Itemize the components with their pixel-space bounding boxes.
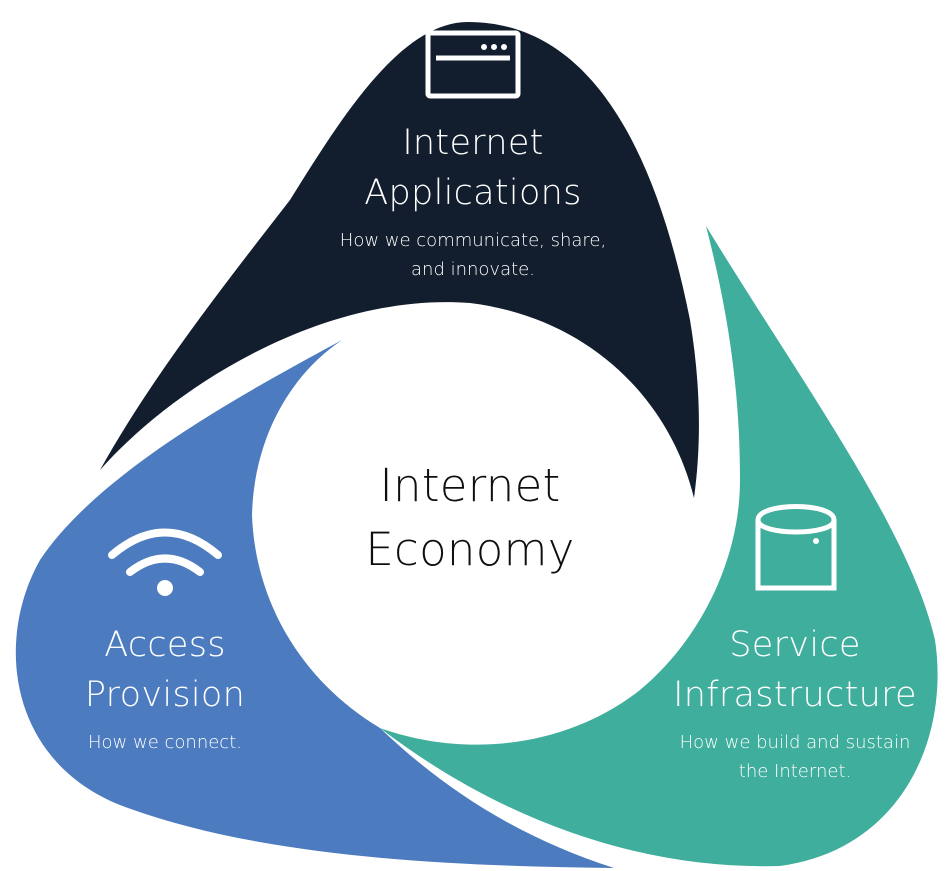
infrastructure-title-line-1: Service <box>729 625 861 665</box>
applications-desc-line-2: and innovate. <box>411 259 535 280</box>
infrastructure-label-group: Service Infrastructure How we build and … <box>665 620 925 786</box>
access-label-group: Access Provision How we connect. <box>45 620 285 757</box>
server-cylinder-icon <box>755 504 837 591</box>
applications-desc-line-1: How we communicate, share, <box>339 230 607 251</box>
applications-title-line-2: Applications <box>364 173 582 213</box>
infrastructure-segment <box>380 226 938 867</box>
applications-title-line-1: Internet <box>402 123 544 163</box>
access-title-line-1: Access <box>104 625 226 665</box>
access-desc-line-1: How we connect. <box>88 732 242 753</box>
center-title-line-2: Economy <box>365 523 575 576</box>
server-indicator-dot <box>813 538 819 544</box>
browser-window-icon <box>425 30 521 99</box>
infrastructure-desc-line-1: How we build and sustain <box>679 732 911 753</box>
browser-window-dots <box>481 44 507 50</box>
center-title: Internet Economy <box>338 454 602 582</box>
wifi-dot <box>157 580 173 596</box>
infrastructure-desc-line-2: the Internet. <box>738 761 852 782</box>
access-title-line-2: Provision <box>84 675 246 715</box>
wifi-icon <box>108 528 222 576</box>
applications-label-group: Internet Applications How we communicate… <box>313 118 633 284</box>
applications-segment <box>100 22 699 498</box>
access-segment <box>15 340 615 868</box>
infrastructure-title-line-2: Infrastructure <box>673 675 917 715</box>
center-title-line-1: Internet <box>379 459 561 512</box>
